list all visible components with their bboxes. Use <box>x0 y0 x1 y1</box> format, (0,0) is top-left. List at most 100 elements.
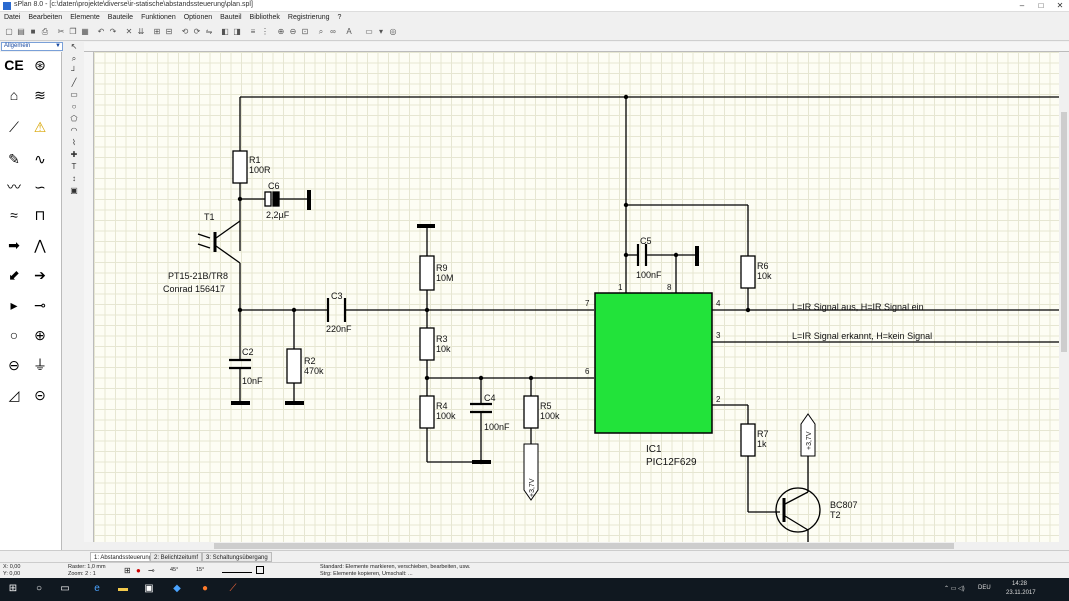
plus-circle-icon[interactable]: ⊕ <box>34 327 46 343</box>
distribute-icon[interactable]: ⋮ <box>261 27 269 36</box>
new-file-icon[interactable]: ▢ <box>5 27 13 36</box>
arrow-line-icon[interactable]: ➔ <box>34 267 46 283</box>
image-tool-icon[interactable]: ▣ <box>70 186 78 195</box>
chevron-down-icon[interactable]: ▼ <box>55 43 61 49</box>
terminal-circle-icon[interactable]: ○ <box>9 327 19 343</box>
mirror-icon[interactable]: ⇋ <box>205 27 213 36</box>
arrow-block-icon[interactable]: ➡ <box>8 237 20 253</box>
line-tool-icon[interactable]: ╱ <box>71 78 77 87</box>
horizontal-scrollbar[interactable] <box>84 542 1069 550</box>
search-icon[interactable]: ○ <box>35 583 43 594</box>
zoom-out-icon[interactable]: ⊖ <box>289 27 297 36</box>
copy-icon[interactable]: ❐ <box>69 27 77 36</box>
multi-wave-icon[interactable]: ≈ <box>10 207 18 223</box>
menu-bauteile[interactable]: Bauteile <box>107 14 134 21</box>
rotate-right-icon[interactable]: ⟳ <box>193 27 201 36</box>
curve-icon[interactable]: ∿ <box>34 151 46 167</box>
wire-tool-icon[interactable]: ┘ <box>71 66 77 75</box>
angle-45[interactable]: 45° <box>170 567 179 573</box>
magnifier-icon[interactable]: ◎ <box>389 27 397 36</box>
zoom-tool-icon[interactable]: ⌕ <box>71 54 77 63</box>
earth-symbol-icon[interactable]: ⊛ <box>34 57 46 73</box>
junction-tool-icon[interactable]: ✚ <box>70 150 78 159</box>
big-arrow-icon[interactable]: ⬋ <box>8 267 20 283</box>
pen-icon[interactable]: ✎ <box>8 151 20 167</box>
line-terminal-icon[interactable]: ⊸ <box>34 297 46 313</box>
pointer-icon[interactable]: ↖ <box>70 42 78 51</box>
minus-circle-icon[interactable]: ⊖ <box>8 357 20 373</box>
bezier-tool-icon[interactable]: ⌇ <box>72 138 76 147</box>
fill-sample[interactable] <box>256 566 264 574</box>
warning-icon[interactable]: ⚠ <box>33 119 47 135</box>
minus-node-icon[interactable]: ⊝ <box>34 387 46 403</box>
probe-icon[interactable]: ⟋ <box>9 119 19 135</box>
cut-icon[interactable]: ✂ <box>57 27 65 36</box>
polygon-tool-icon[interactable]: ⬠ <box>70 114 78 123</box>
clock-time[interactable]: 14:28 <box>1012 581 1028 587</box>
menu-registrierung[interactable]: Registrierung <box>287 14 330 21</box>
front-icon[interactable]: ◧ <box>221 27 229 36</box>
menu-funktionen[interactable]: Funktionen <box>141 14 176 21</box>
copy-down-icon[interactable]: ⇊ <box>137 27 145 36</box>
snap-line-icon[interactable]: ⊸ <box>148 566 155 575</box>
signal-line-icon[interactable]: 〰 <box>7 179 21 195</box>
back-icon[interactable]: ◨ <box>233 27 241 36</box>
snap-point-icon[interactable]: ● <box>136 566 141 575</box>
menu-datei[interactable]: Datei <box>4 14 21 21</box>
arrow-terminal-icon[interactable]: ▸ <box>10 297 18 313</box>
angle-15[interactable]: 15° <box>196 567 205 573</box>
windows-start-icon[interactable]: ⊞ <box>8 583 18 594</box>
menu-optionen[interactable]: Optionen <box>183 14 213 21</box>
align-icon[interactable]: ≡ <box>250 27 256 36</box>
text-icon[interactable]: A <box>346 27 352 36</box>
tab-sheet-1[interactable]: 1: Abstandssteuerung <box>90 552 157 562</box>
drawing-canvas[interactable]: R1 100R C6 2,2µF T1 PT15-21B/TR8 Conrad … <box>94 52 1059 542</box>
zoom-in-icon[interactable]: ⊕ <box>277 27 285 36</box>
rectangle-tool-icon[interactable]: ▭ <box>70 90 78 99</box>
ground-logo-icon[interactable]: ⌂ <box>9 87 19 103</box>
vertical-scrollbar[interactable] <box>1059 52 1069 542</box>
file-explorer-icon[interactable]: ▬ <box>118 583 128 594</box>
redo-icon[interactable]: ↷ <box>109 27 117 36</box>
close-button[interactable]: ✕ <box>1056 1 1064 10</box>
menu-bibliothek[interactable]: Bibliothek <box>249 14 280 21</box>
ce-mark-icon[interactable]: CE <box>4 57 24 73</box>
snap-grid-icon[interactable]: ⊞ <box>124 566 131 575</box>
task-view-icon[interactable]: ▭ <box>60 583 70 594</box>
line-width-sample[interactable] <box>222 572 252 573</box>
library-select[interactable]: Allgemein ▼ <box>1 42 63 51</box>
delete-icon[interactable]: ✕ <box>125 27 133 36</box>
ic1-body[interactable] <box>594 292 713 434</box>
pulse-icon[interactable]: ⊓ <box>34 207 46 223</box>
save-icon[interactable]: ■ <box>30 27 36 36</box>
print-icon[interactable]: ⎙ <box>41 27 49 36</box>
rotate-left-icon[interactable]: ⟲ <box>181 27 189 36</box>
arc-tool-icon[interactable]: ◠ <box>70 126 78 135</box>
menu-bearbeiten[interactable]: Bearbeiten <box>28 14 63 21</box>
open-folder-icon[interactable]: ▤ <box>17 27 25 36</box>
waveform-icon[interactable]: ≋ <box>34 87 46 103</box>
dropdown-icon[interactable]: ▾ <box>378 27 383 36</box>
page-icon[interactable]: ▭ <box>365 27 373 36</box>
search-icon[interactable]: ⌕ <box>318 27 324 36</box>
undo-icon[interactable]: ↶ <box>97 27 105 36</box>
ground-circle-icon[interactable]: ⏚ <box>33 357 47 373</box>
minimize-button[interactable]: – <box>1019 1 1025 10</box>
zigzag-icon[interactable]: ⋀ <box>34 237 46 253</box>
firefox-icon[interactable]: ● <box>201 583 209 594</box>
group-icon[interactable]: ⊞ <box>153 27 161 36</box>
paste-icon[interactable]: ▦ <box>81 27 89 36</box>
edge-browser-icon[interactable]: e <box>94 583 100 594</box>
language-indicator[interactable]: DEU <box>978 585 991 591</box>
ungroup-icon[interactable]: ⊟ <box>165 27 173 36</box>
menu-elemente[interactable]: Elemente <box>70 14 100 21</box>
store-icon[interactable]: ▣ <box>144 583 154 594</box>
menu-bauteil[interactable]: Bauteil <box>220 14 242 21</box>
vertical-scroll-thumb[interactable] <box>1061 112 1067 352</box>
tray-icons[interactable]: ⌃ ▭ ◁) <box>944 586 965 592</box>
horizontal-scroll-thumb[interactable] <box>214 543 954 549</box>
clock-date[interactable]: 23.11.2017 <box>1006 590 1036 596</box>
signal-wave-icon[interactable]: ∽ <box>34 179 46 195</box>
app-blue-icon[interactable]: ◆ <box>173 583 181 594</box>
tab-sheet-2[interactable]: 2: Belichtzeitumf <box>150 552 203 562</box>
